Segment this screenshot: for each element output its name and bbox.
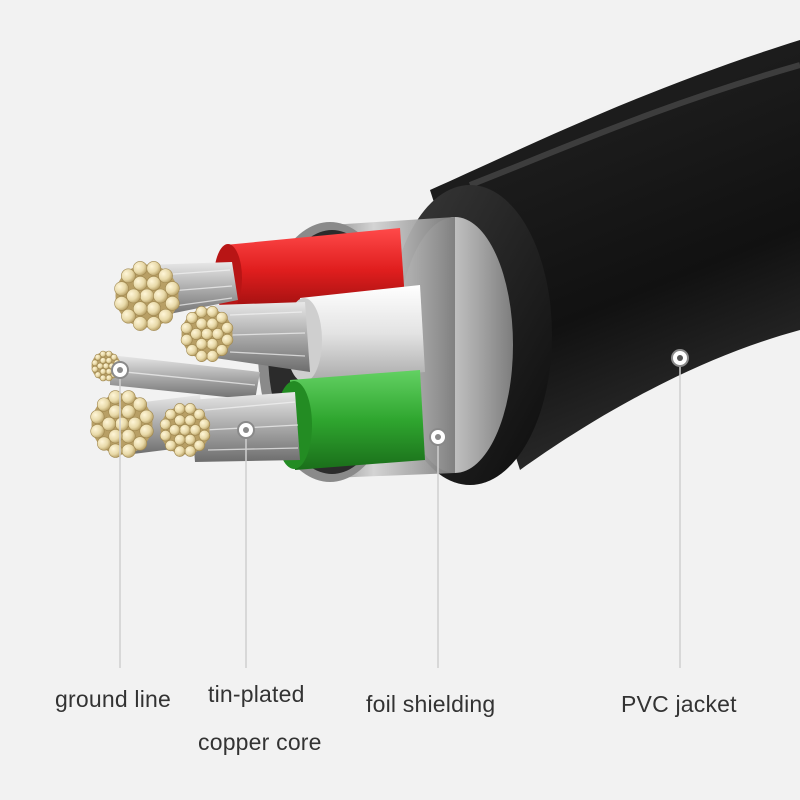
strand-end (195, 306, 208, 318)
strand-end (127, 416, 143, 432)
strand-end (101, 416, 117, 432)
strand-end (195, 338, 208, 351)
strand-end (99, 368, 107, 375)
strand-end (114, 416, 130, 432)
strand-end (121, 443, 136, 458)
strand-end (90, 409, 105, 424)
strand-end (211, 328, 224, 340)
strand-end (132, 301, 148, 316)
strand-end (132, 316, 148, 331)
pointer-dots (111, 349, 689, 446)
leader-lines (119, 358, 681, 668)
strand-end (153, 288, 168, 304)
strand-end (121, 390, 136, 405)
strand-end (146, 316, 162, 331)
strand-end (193, 408, 205, 421)
strand-end (132, 276, 148, 291)
strand-end (190, 328, 203, 340)
strand-end (165, 281, 180, 296)
strand-end (180, 322, 193, 335)
strand-end (159, 430, 172, 442)
strand-end (121, 268, 136, 284)
strand-end (132, 397, 147, 412)
strand-end (186, 344, 199, 357)
strand-end (121, 308, 136, 324)
strand-end (201, 328, 213, 340)
strand-end (132, 261, 148, 276)
strand-end (215, 311, 228, 324)
strand-end (165, 439, 177, 452)
strand-end (91, 359, 99, 367)
strand-end (114, 281, 129, 296)
strand-end (221, 333, 234, 346)
strand-end (94, 371, 102, 379)
strand-end (174, 403, 186, 415)
strand-end (146, 276, 162, 291)
strand-end (206, 350, 219, 362)
strand-end (179, 424, 191, 436)
strand-end (108, 429, 123, 444)
strand-end (195, 350, 208, 362)
strand-end (158, 308, 173, 324)
strand-end (132, 436, 148, 451)
strand-end (159, 418, 172, 431)
label-foil-shielding: foil shielding (366, 691, 496, 717)
strand-end (114, 296, 129, 311)
strand-end (94, 353, 102, 361)
strand-end (99, 350, 107, 358)
strand-end (91, 365, 99, 373)
strand-end (198, 418, 211, 430)
strand-end (184, 434, 196, 446)
strand-end (96, 362, 104, 370)
strand-end (184, 403, 196, 415)
strand-end (90, 424, 105, 439)
strand-end (121, 429, 136, 444)
strand-end (193, 439, 205, 452)
strand-end (139, 424, 154, 439)
strand-end (105, 374, 113, 382)
label-copper-core: copper core (198, 729, 322, 755)
strand-end (198, 429, 211, 442)
strand-end (105, 350, 113, 358)
strand-end (126, 288, 141, 304)
strand-end (102, 362, 110, 370)
strand-end (96, 397, 112, 412)
strand-end (99, 374, 107, 382)
strand-end (146, 301, 162, 316)
strand-end (206, 317, 219, 330)
label-ground-line: ground line (55, 686, 172, 712)
strand-end (158, 268, 173, 284)
strand-end (195, 317, 208, 330)
strand-end (97, 436, 112, 451)
label-pvc-jacket: PVC jacket (621, 691, 737, 717)
strand-end (139, 409, 154, 424)
strand-end (189, 424, 202, 436)
strand-end (105, 357, 113, 364)
strand-end (108, 443, 123, 458)
strand-end (221, 322, 234, 334)
strand-end (146, 261, 162, 276)
strand-end (180, 334, 193, 346)
strand-end (206, 338, 219, 351)
strand-end (215, 344, 228, 357)
strand-end (169, 424, 181, 436)
strand-end (165, 408, 177, 421)
strand-end (184, 414, 196, 426)
strand-end (174, 445, 186, 457)
strand-end (206, 306, 219, 318)
strand-end (139, 288, 155, 304)
strand-end (184, 445, 196, 457)
strand-end (110, 353, 118, 361)
strand-end (174, 414, 186, 426)
label-tin-plated: tin-plated (208, 681, 305, 707)
strand-end (165, 296, 180, 311)
strand-bundles (90, 261, 234, 458)
strand-end (186, 311, 198, 324)
strand-end (174, 434, 186, 446)
strand-end (121, 404, 136, 419)
